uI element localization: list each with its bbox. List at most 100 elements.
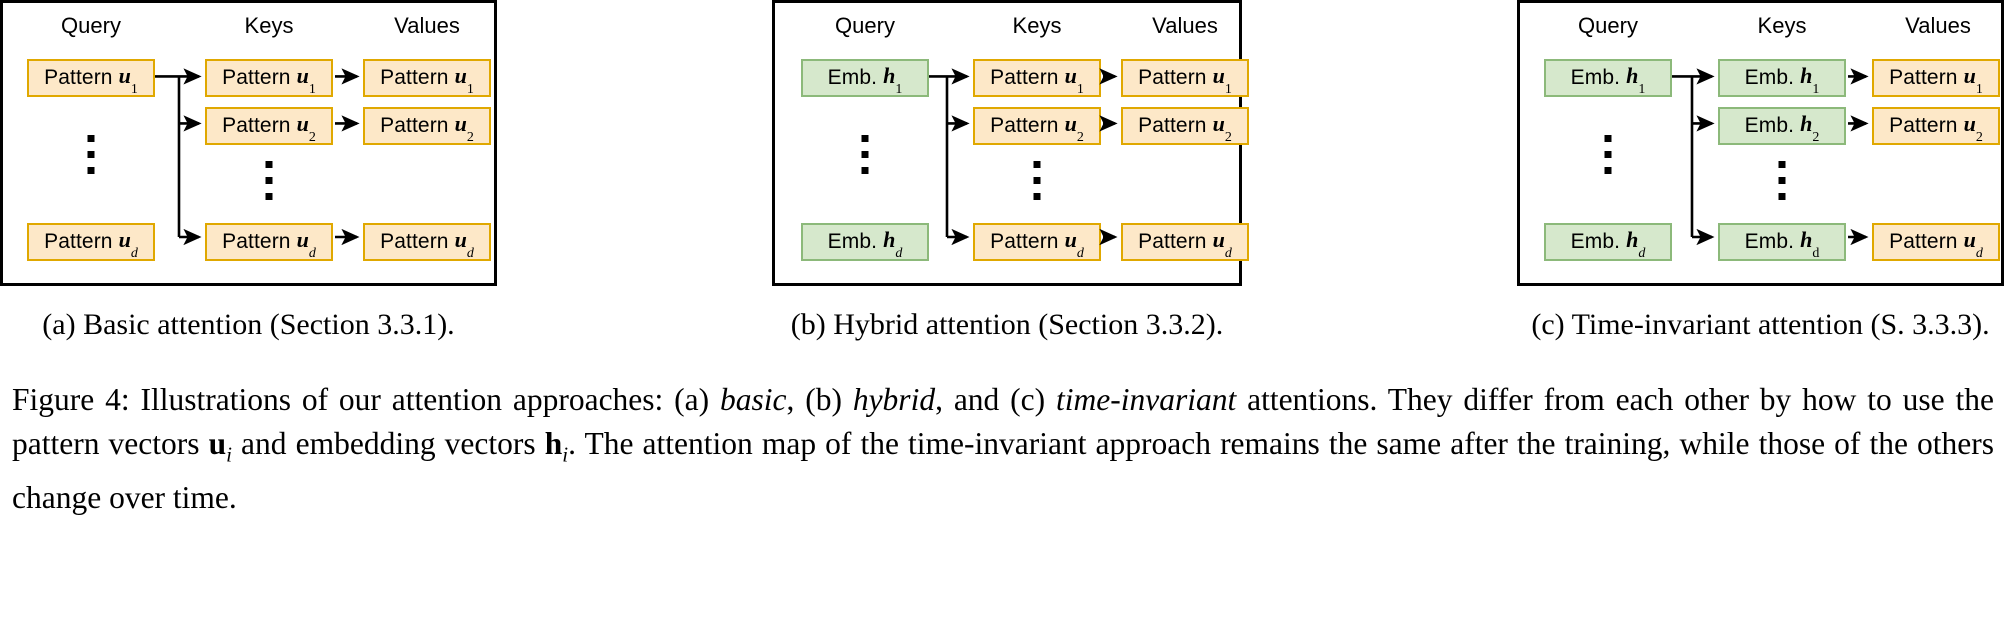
col-header-query: Query (61, 13, 121, 38)
col-header-keys: Keys (244, 13, 294, 38)
key-node-2[interactable]: Emb.h2 (1718, 107, 1846, 145)
query-node-d[interactable]: Emb.hd (801, 223, 929, 261)
col-header-keys: Keys (1012, 13, 1062, 38)
node-symbol: u1 (296, 62, 316, 98)
figure-caption: Figure 4: Illustrations of our attention… (12, 378, 1994, 520)
key-node-1[interactable]: Emb.h1 (1718, 59, 1846, 97)
node-label: Pattern (1889, 66, 1958, 89)
subcaption-row: (a) Basic attention (Section 3.3.1). (b)… (0, 303, 2004, 353)
subcaption-a: (a) Basic attention (Section 3.3.1). (42, 308, 455, 341)
key-node-d[interactable]: Emb.hd (1718, 223, 1846, 261)
node-label: Emb. (827, 230, 878, 253)
node-symbol: ud (454, 226, 474, 262)
caption-em-time-invariant: time-invariant (1056, 382, 1237, 417)
node-label: Pattern (1138, 114, 1207, 137)
node-label: Pattern (990, 66, 1059, 89)
node-label: Pattern (990, 230, 1059, 253)
caption-mid-2: , and (c) (935, 382, 1056, 417)
node-label: Emb. (1744, 230, 1795, 253)
col-header-query: Query (1578, 13, 1638, 38)
node-label: Pattern (1889, 230, 1958, 253)
caption-mid-3: attentions. They differ from each other … (12, 382, 1994, 461)
node-symbol: u2 (1963, 110, 1983, 146)
col-header-query: Query (835, 13, 895, 38)
node-symbol: h1 (1626, 62, 1646, 98)
col-header-values: Values (394, 13, 460, 38)
node-symbol: h1 (1800, 62, 1820, 98)
node-symbol: u2 (296, 110, 316, 146)
col-header-keys: Keys (1757, 13, 1807, 38)
node-symbol: u2 (1212, 110, 1232, 146)
query-node-d[interactable]: Emb.hd (1544, 223, 1672, 261)
keys-vertical-ellipsis (1033, 161, 1041, 200)
panel-wrap-c: Query Keys Values Emb.h1 Emb.hd Emb.h1 E… (1517, 0, 2004, 286)
node-label: Pattern (380, 66, 449, 89)
col-header-values: Values (1152, 13, 1218, 38)
node-symbol: hd (1626, 226, 1646, 262)
caption-symbol-h: hi (544, 426, 569, 467)
caption-em-basic: basic (719, 382, 787, 417)
node-label: Pattern (990, 114, 1059, 137)
caption-em-hybrid: hybrid (852, 382, 936, 417)
node-symbol: u2 (454, 110, 474, 146)
node-symbol: u2 (1064, 110, 1084, 146)
panel-time-invariant-attention: Query Keys Values Emb.h1 Emb.hd Emb.h1 E… (1517, 0, 2004, 286)
query-vertical-ellipsis (1604, 135, 1612, 174)
node-label: Emb. (1744, 114, 1795, 137)
node-label: Pattern (1138, 230, 1207, 253)
node-label: Pattern (222, 230, 291, 253)
node-label: Pattern (380, 230, 449, 253)
node-symbol: u1 (1212, 62, 1232, 98)
node-label: Emb. (1570, 230, 1621, 253)
node-symbol: hd (1800, 226, 1820, 262)
query-node-1[interactable]: Emb.h1 (801, 59, 929, 97)
caption-mid-1: , (b) (786, 382, 853, 417)
node-label: Emb. (827, 66, 878, 89)
node-symbol: ud (1963, 226, 1983, 262)
node-label: Emb. (1744, 66, 1795, 89)
node-label: Pattern (1889, 114, 1958, 137)
node-symbol: ud (118, 226, 138, 262)
node-symbol: h2 (1800, 110, 1820, 146)
caption-symbol-u: ui (208, 426, 232, 467)
node-symbol: h1 (883, 62, 903, 98)
query-node-1[interactable]: Emb.h1 (1544, 59, 1672, 97)
col-header-values: Values (1905, 13, 1971, 38)
keys-vertical-ellipsis (265, 161, 273, 200)
node-symbol: u1 (1963, 62, 1983, 98)
node-symbol: ud (1212, 226, 1232, 262)
node-label: Pattern (44, 230, 113, 253)
query-vertical-ellipsis (861, 135, 869, 174)
node-symbol: u1 (118, 62, 138, 98)
node-symbol: ud (1064, 226, 1084, 262)
subcaption-b: (b) Hybrid attention (Section 3.3.2). (790, 308, 1224, 341)
node-label: Pattern (380, 114, 449, 137)
node-symbol: u1 (454, 62, 474, 98)
keys-vertical-ellipsis (1778, 161, 1786, 200)
caption-lead: Figure 4: Illustrations of our attention… (12, 382, 720, 417)
node-label: Pattern (1138, 66, 1207, 89)
node-label: Emb. (1570, 66, 1621, 89)
